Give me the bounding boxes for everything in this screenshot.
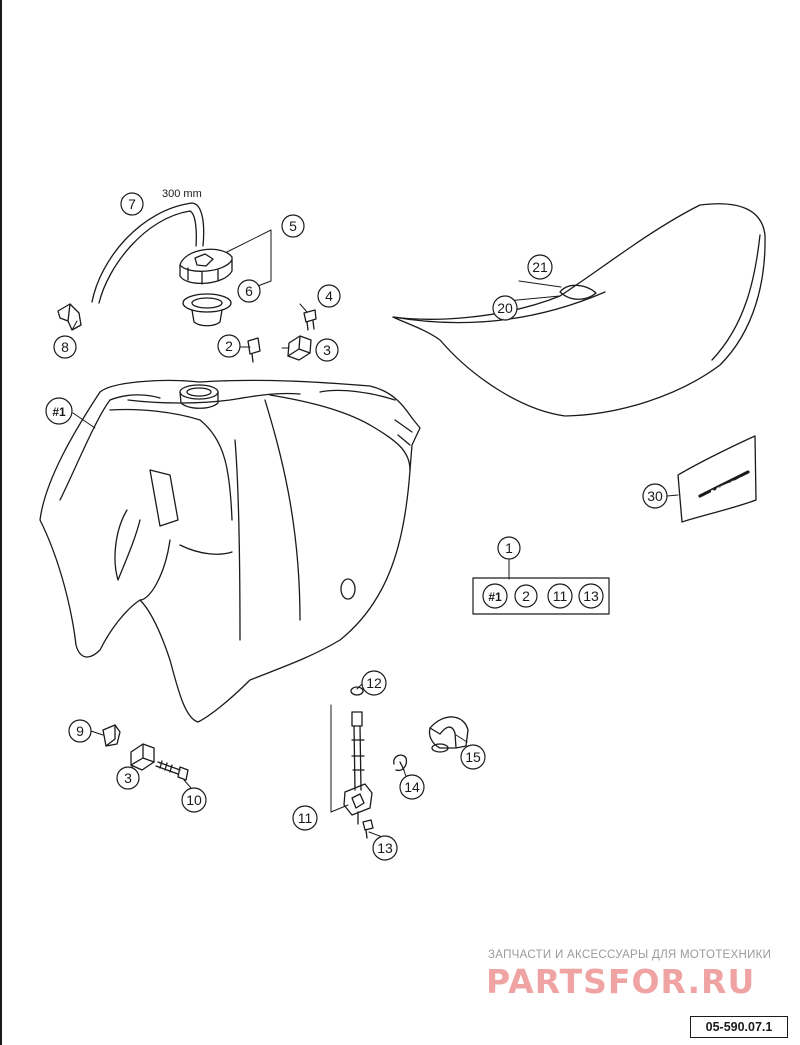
elbow-hose (428, 716, 469, 753)
svg-text:3: 3 (323, 342, 331, 358)
callout-4: 4 (317, 284, 341, 308)
svg-text:21: 21 (532, 259, 548, 275)
fuel-hose (91, 202, 205, 304)
svg-text:12: 12 (366, 675, 382, 691)
svg-text:4: 4 (325, 288, 333, 304)
rubber-bushing-top (287, 335, 312, 361)
svg-text:2: 2 (522, 588, 530, 604)
svg-text:10: 10 (186, 792, 202, 808)
callout-13: 13 (372, 835, 398, 861)
callout-5: 5 (281, 214, 305, 238)
kit-box (472, 577, 610, 615)
watermark-subtitle: ЗАПЧАСТИ И АКСЕССУАРЫ ДЛЯ МОТОТЕХНИКИ (488, 949, 772, 961)
callout-1: 1 (497, 536, 521, 560)
seat-rubber-pad (559, 284, 597, 300)
elbow-fitting (57, 303, 82, 331)
svg-text:5: 5 (289, 218, 297, 234)
callout-9: 9 (68, 719, 92, 743)
screw-2 (247, 337, 261, 363)
callout-20: 20 (492, 295, 518, 321)
svg-text:13: 13 (377, 840, 393, 856)
svg-text:2: 2 (225, 338, 233, 354)
svg-text:3: 3 (124, 770, 132, 786)
svg-text:9: 9 (76, 723, 84, 739)
rubber-bushing-bottom (130, 743, 155, 771)
svg-text:11: 11 (553, 588, 568, 604)
drawing-code: 05-590.07.1 (690, 1016, 788, 1038)
callout-6: 6 (237, 279, 261, 303)
svg-text:13: 13 (583, 588, 599, 604)
leader-lines (71, 229, 679, 839)
fuel-tap-screw (362, 819, 374, 839)
svg-text:1: 1 (505, 540, 513, 556)
callout-3-bottom: 3 (116, 766, 140, 790)
svg-text:30: 30 (647, 488, 663, 504)
callout-7: 7 (120, 192, 144, 216)
callout-21: 21 (527, 254, 553, 280)
fuel-tap-seal (350, 686, 364, 696)
mount-bolt-10 (155, 760, 189, 781)
svg-text:14: 14 (404, 779, 420, 795)
decal-30 (677, 435, 757, 523)
page-border (0, 0, 2, 1045)
callout-2: 2 (217, 334, 241, 358)
svg-text:15: 15 (465, 749, 481, 765)
callout-3-top: 3 (315, 338, 339, 362)
screw-4 (303, 309, 317, 331)
svg-text:20: 20 (497, 300, 513, 316)
tank-filler-neck (179, 384, 219, 400)
fuel-tap (343, 711, 373, 825)
callout-14: 14 (399, 774, 425, 800)
callout-30: 30 (642, 483, 668, 509)
hose-clip (393, 754, 408, 772)
hose-length-label: 300 mm (162, 188, 202, 200)
callout-8: 8 (53, 335, 77, 359)
kit-item-11: 11 (547, 583, 573, 609)
svg-text:11: 11 (298, 810, 313, 826)
fuel-tank (39, 379, 421, 723)
callout-11: 11 (292, 805, 318, 831)
callout-tank: #1 (45, 397, 73, 425)
svg-text:7: 7 (128, 196, 136, 212)
callout-12: 12 (361, 670, 387, 696)
kit-item-tank: #1 (482, 583, 508, 609)
mount-bushing-9 (102, 724, 121, 747)
callout-layer: 7 5 6 21 20 4 8 2 3 #1 30 1 12 9 15 (45, 192, 668, 861)
svg-text:#1: #1 (488, 590, 502, 604)
kit-item-2: 2 (514, 584, 538, 608)
svg-text:8: 8 (61, 339, 69, 355)
callout-15: 15 (460, 744, 486, 770)
cap-gasket (182, 293, 232, 327)
callout-10: 10 (181, 787, 207, 813)
fuel-cap (179, 248, 233, 285)
seat (392, 203, 766, 417)
watermark-brand: PARTSFOR.RU (486, 962, 756, 1001)
kit-item-13: 13 (578, 583, 604, 609)
svg-text:6: 6 (245, 283, 253, 299)
svg-text:#1: #1 (52, 405, 66, 419)
